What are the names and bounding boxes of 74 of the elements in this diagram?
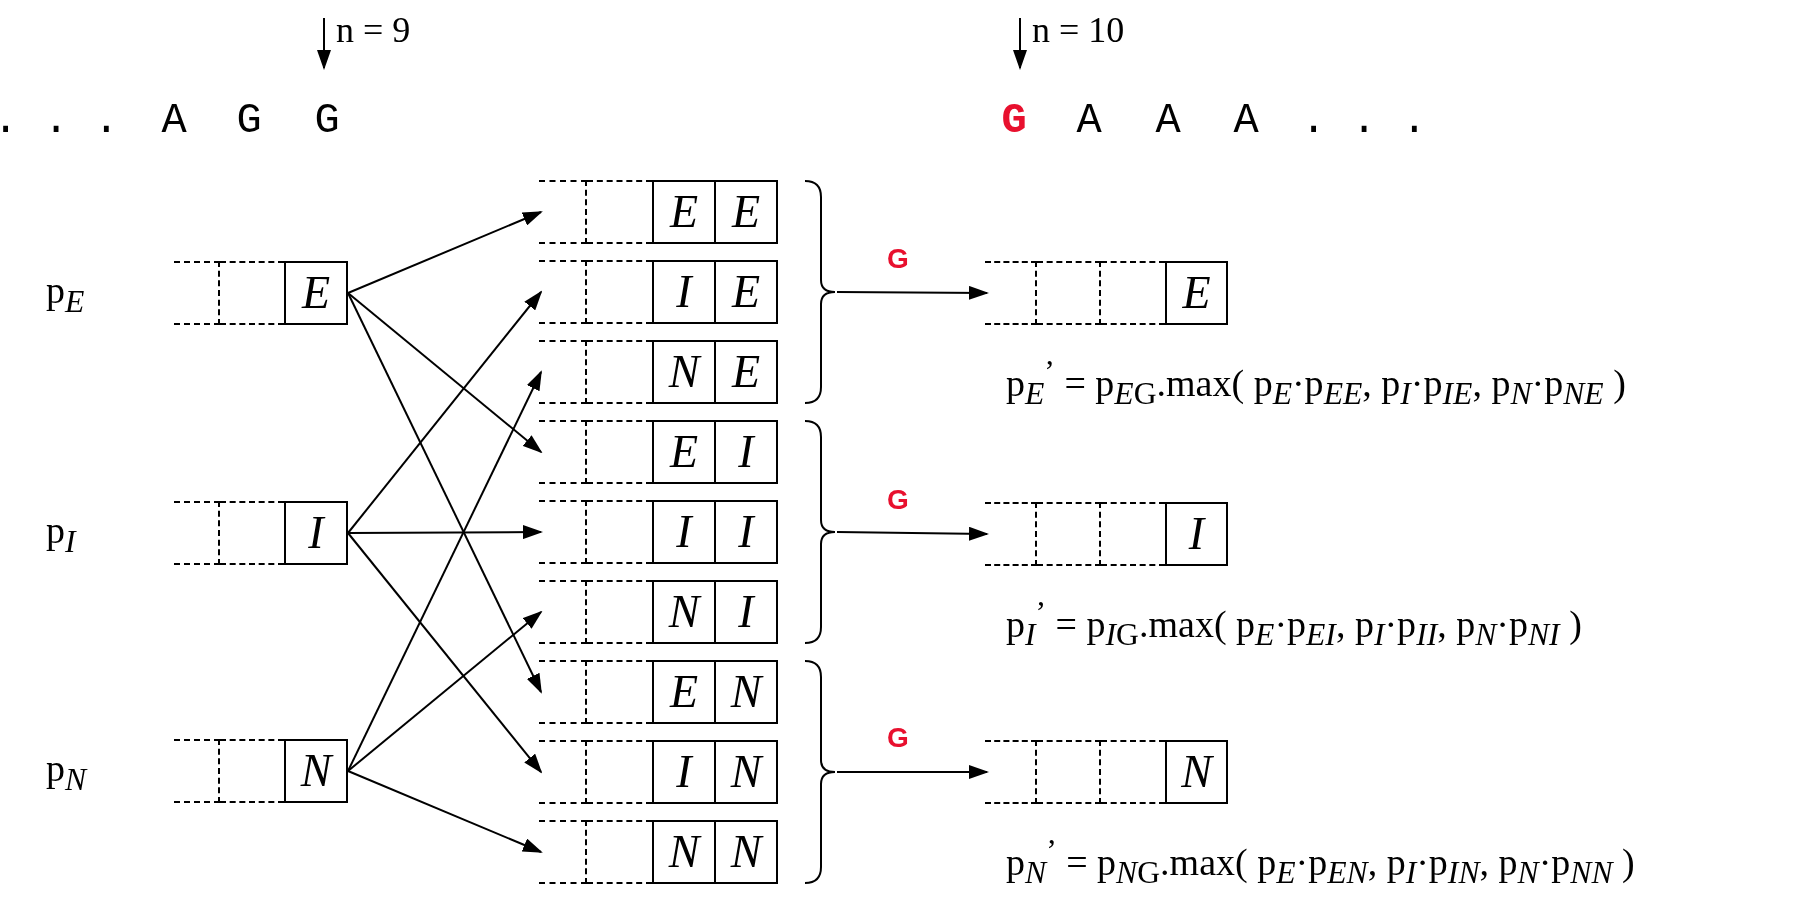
state-register (985, 740, 1228, 804)
state-register (174, 261, 348, 325)
sequence-symbol: A (1155, 100, 1181, 142)
path-register (539, 260, 780, 324)
state-letter: E (669, 429, 699, 475)
sequence-symbol: G (236, 100, 262, 142)
probability-label: p$_{N}$ (46, 748, 87, 798)
position-label: n = 9 (336, 12, 411, 48)
probability-label: p$_{E}$ (46, 270, 85, 320)
sequence-symbol: G (1001, 100, 1027, 142)
path-register (539, 740, 780, 804)
state-letter: I (308, 510, 324, 556)
state-register (174, 739, 348, 803)
arrow (347, 370, 542, 772)
state-letter: E (1182, 270, 1211, 316)
state-letter: E (301, 270, 331, 316)
path-register (539, 500, 780, 564)
state-letter: N (668, 829, 700, 875)
state-letter: I (676, 749, 692, 795)
arrow (836, 285, 989, 300)
state-register (985, 502, 1228, 566)
state-letter: N (730, 669, 762, 715)
state-letter: E (731, 189, 761, 235)
arrow (836, 765, 989, 779)
state-letter: N (1181, 749, 1212, 795)
curly-brace (805, 660, 837, 884)
state-letter: N (668, 349, 700, 395)
edge-label: G (887, 245, 909, 273)
state-letter: I (676, 269, 692, 315)
state-letter: I (676, 509, 692, 555)
sequence-symbol: A (161, 100, 187, 142)
curly-brace (805, 420, 837, 644)
recurrence-formula: p$_{E}$$^{’}$ = p$_{E}$$_{G}$.max( p$_{E}$·p$_{EE}$, p$_{I}$·p$_{IE}$, p$_{N}$·p$_{NE}$ ) (1006, 355, 1626, 413)
path-register (539, 420, 780, 484)
sequence-symbol: G (314, 100, 340, 142)
path-register (539, 580, 780, 644)
state-letter: I (738, 509, 754, 555)
arrow (347, 610, 543, 772)
state-letter: E (669, 669, 699, 715)
state-letter: I (1188, 511, 1205, 557)
path-register (539, 180, 780, 244)
state-letter: I (738, 429, 754, 475)
sequence-symbol: . . . (0, 100, 120, 142)
state-letter: E (669, 189, 699, 235)
probability-label: p$_{I}$ (46, 510, 76, 560)
path-register (539, 820, 780, 884)
sequence-symbol: A (1233, 100, 1259, 142)
curly-brace (805, 180, 837, 404)
state-register (174, 501, 348, 565)
position-label: n = 10 (1032, 12, 1125, 48)
state-letter: E (731, 349, 761, 395)
arrow (347, 290, 543, 534)
edge-label: G (887, 724, 909, 752)
state-letter: N (668, 589, 700, 635)
recurrence-formula: p$_{I}$$^{’}$ = p$_{I}$$_{G}$.max( p$_{E}$·p$_{EI}$, p$_{I}$·p$_{II}$, p$_{N}$·p$_{NI}$ ) (1006, 596, 1582, 654)
path-register (539, 660, 780, 724)
arrow (347, 292, 542, 694)
state-letter: E (731, 269, 761, 315)
state-register (985, 261, 1228, 325)
state-letter: I (738, 589, 754, 635)
arrow (836, 526, 989, 541)
arrow (347, 292, 543, 454)
arrow (347, 770, 543, 853)
arrow (347, 211, 543, 294)
recurrence-formula: p$_{N}$$^{’}$ = p$_{N}$$_{G}$.max( p$_{E}$·p$_{EN}$, p$_{I}$·p$_{IN}$, p$_{N}$·p$_{NN}$ ) (1006, 834, 1635, 892)
state-letter: N (730, 829, 762, 875)
sequence-symbol: . . . (1301, 100, 1428, 142)
arrow (347, 525, 543, 540)
sequence-symbol: A (1076, 100, 1102, 142)
path-register (539, 340, 780, 404)
edge-label: G (887, 486, 909, 514)
state-letter: N (300, 748, 332, 794)
state-letter: N (730, 749, 762, 795)
arrow (347, 532, 543, 774)
